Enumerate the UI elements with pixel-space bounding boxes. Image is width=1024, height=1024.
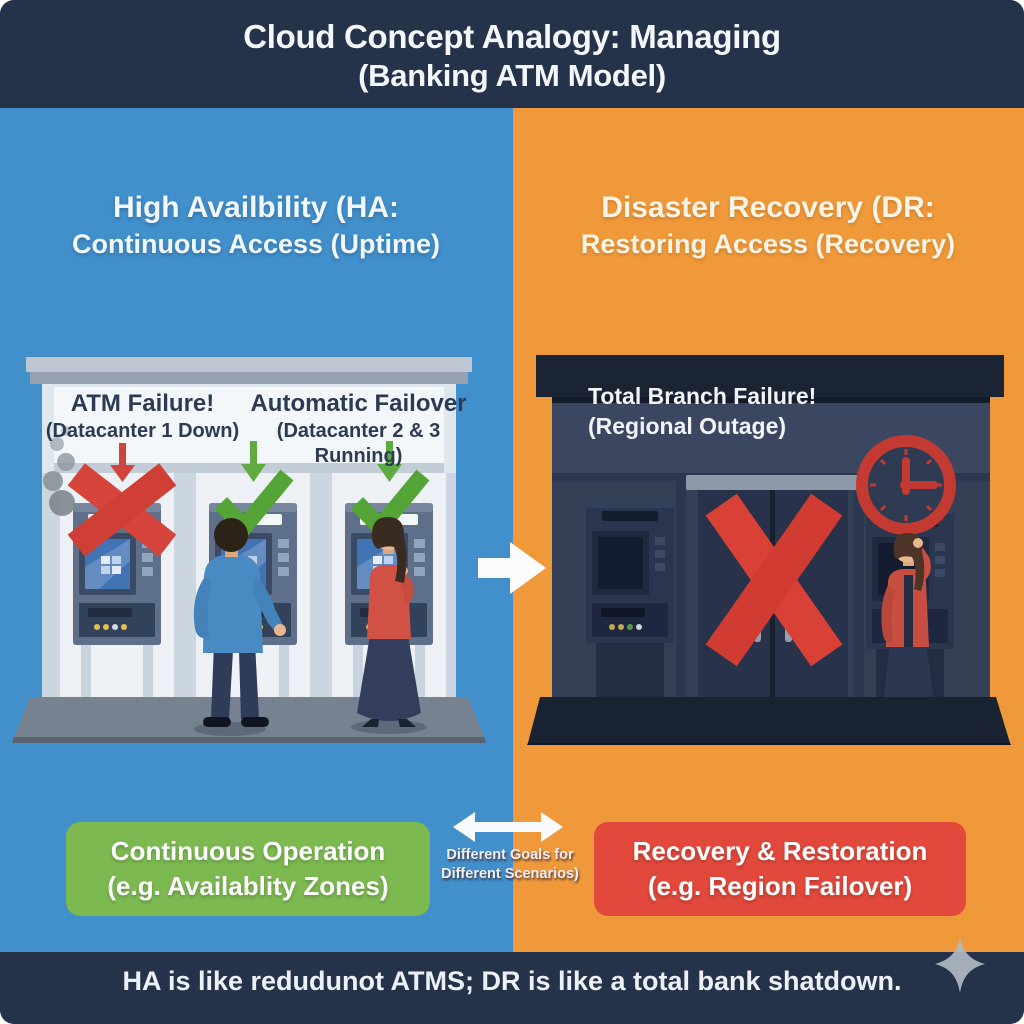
page-title-line1: Cloud Concept Analogy: Managing: [243, 18, 781, 55]
red-x-large-icon: [705, 493, 843, 667]
clock-icon: [856, 435, 956, 535]
down-arrow-red-icon: [110, 443, 135, 482]
dr-summary-line2: (e.g. Region Failover): [647, 871, 913, 901]
dr-heading-line1: Disaster Recovery (DR:: [601, 191, 935, 224]
branch-failure-line1: Total Branch Failure!: [588, 383, 817, 409]
atm-failure-line1: ATM Failure!: [70, 390, 215, 417]
smoke-icon: [43, 426, 75, 516]
sparkle-icon: [935, 937, 985, 993]
page-title-line2: (Banking ATM Model): [358, 58, 666, 94]
platform-dr: [527, 697, 1011, 745]
atm-machine-dark-1: [586, 500, 674, 700]
down-arrow-green-icon-2: [377, 441, 402, 482]
ha-summary-line2: (e.g. Availablity Zones): [107, 871, 389, 901]
footer-summary: HA is like redudunot ATMS; DR is like a …: [122, 966, 902, 996]
dr-heading-line2: Restoring Access (Recovery): [580, 229, 956, 259]
ha-scene-labels: ATM Failure! (Datacanter 1 Down) Automat…: [40, 390, 472, 469]
down-arrow-green-icon: [241, 441, 266, 482]
dr-summary-box: Recovery & Restoration (e.g. Region Fail…: [594, 822, 966, 916]
footer-band: [0, 952, 1024, 1024]
automatic-failover-label: Automatic Failover (Datacanter 2 & 3 Run…: [245, 390, 472, 469]
man-figure: [193, 518, 286, 736]
branch-failure-label: Total Branch Failure! (Regional Outage): [588, 382, 918, 442]
right-arrow-icon: [478, 542, 546, 594]
ha-summary-line1: Continuous Operation: [110, 835, 386, 866]
ha-heading-line1: High Availbility (HA:: [112, 191, 400, 224]
dr-branch-scene: [527, 355, 1011, 745]
comparison-note-line2: Different Scenarios): [441, 865, 579, 882]
woman-figure: [351, 517, 427, 734]
double-arrow-icon: [453, 812, 563, 842]
title-band: [0, 0, 1024, 108]
red-x-icon: [67, 463, 177, 557]
comparison-note: Different Goals for Different Scenarios): [430, 846, 590, 884]
automatic-failover-line1: Automatic Failover: [250, 390, 467, 417]
ha-heading: High Availbility (HA: Continuous Access …: [0, 188, 512, 262]
atm-failure-label: ATM Failure! (Datacanter 1 Down): [40, 390, 245, 469]
ha-heading-line2: Continuous Access (Uptime): [71, 229, 441, 259]
ha-atm-scene: [12, 357, 486, 743]
atm-failure-line2: (Datacanter 1 Down): [45, 419, 240, 442]
comparison-note-line1: Different Goals for: [446, 847, 574, 863]
ha-summary-box: Continuous Operation (e.g. Availablity Z…: [66, 822, 430, 916]
automatic-failover-line2: (Datacanter 2 & 3 Running): [276, 419, 441, 467]
branch-failure-line2: (Regional Outage): [588, 412, 787, 439]
page-title: Cloud Concept Analogy: Managing (Banking…: [0, 16, 1024, 96]
dr-summary-line1: Recovery & Restoration: [632, 835, 928, 866]
dr-heading: Disaster Recovery (DR: Restoring Access …: [512, 188, 1024, 262]
